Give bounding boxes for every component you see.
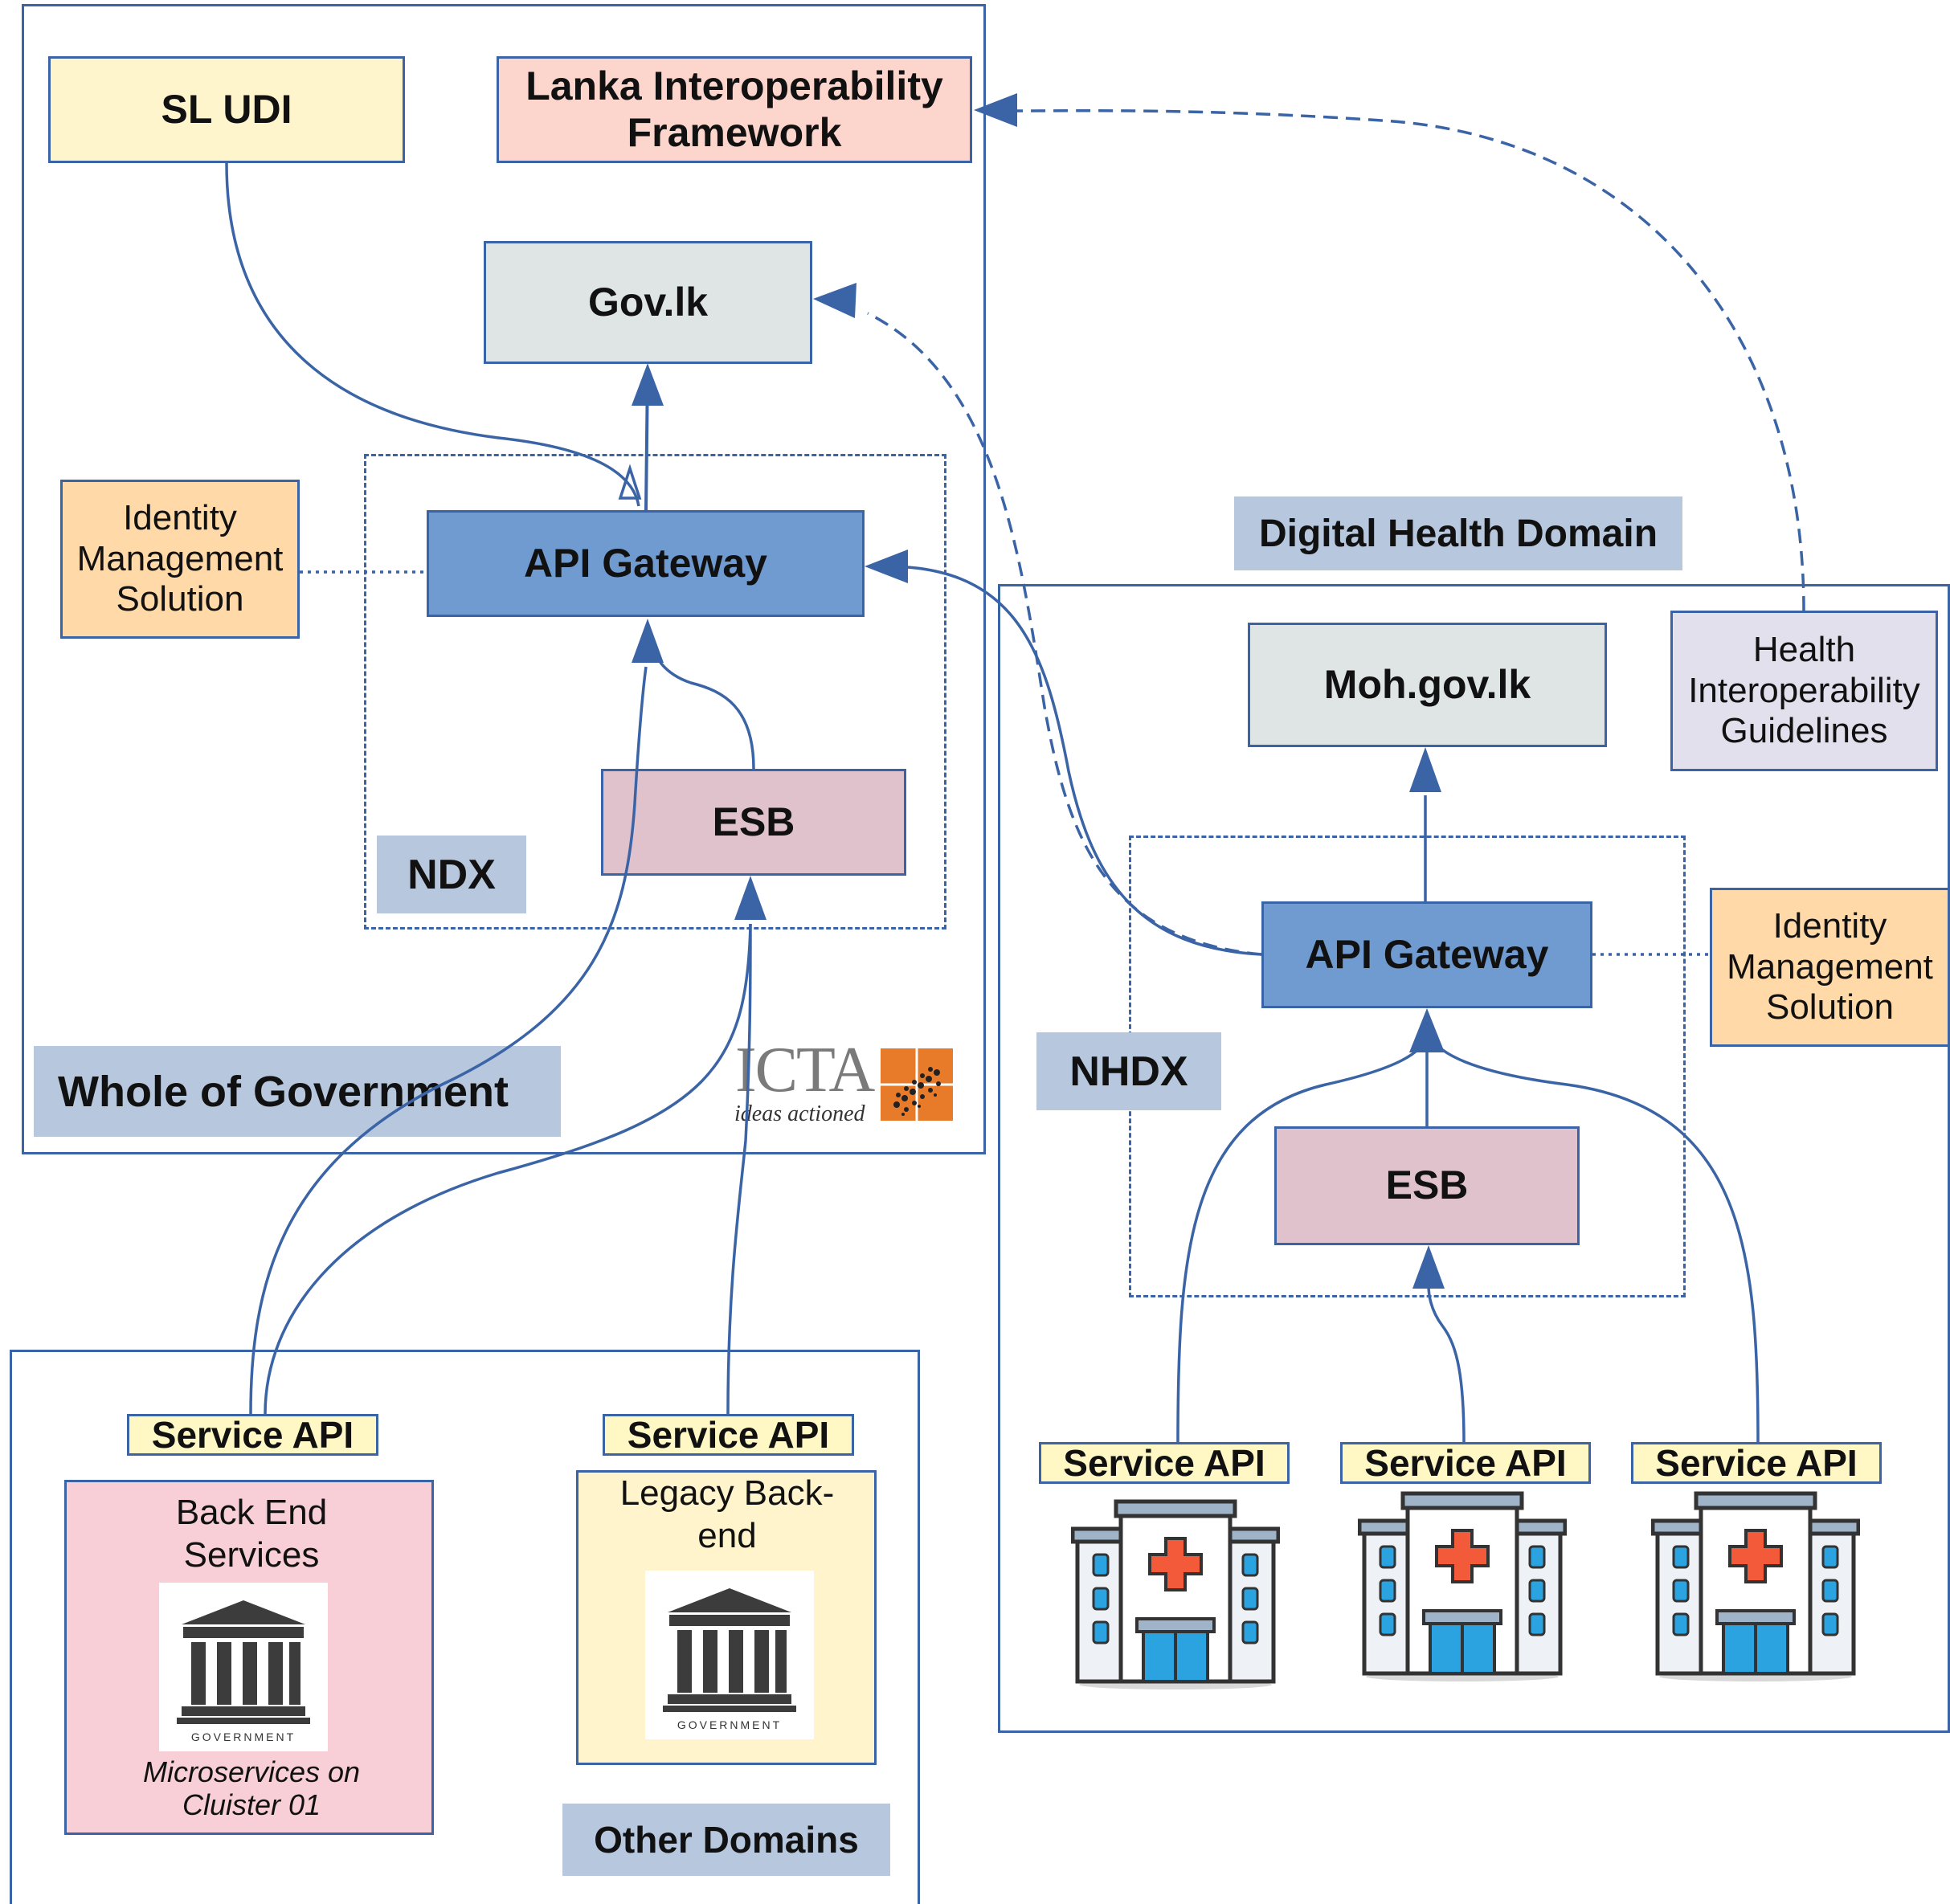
backend-services-caption: Microservices on Cluister 01 [142,1755,361,1822]
government-icon-label: GOVERNMENT [190,1730,296,1743]
whole-of-government-frame [22,4,986,1154]
icta-logo-tagline: ideas actioned [734,1101,865,1126]
connector-guidelines-lif [1012,109,1805,611]
esb-box: ESB [601,769,906,876]
icta-logo: ICTA ideas actioned [731,1035,956,1129]
health-identity-management-box: Identity Management Solution [1710,888,1950,1047]
ndx-dashed-group [364,454,946,930]
government-building-icon: GOVERNMENT [645,1571,814,1739]
hospital-icon [1358,1491,1567,1681]
connector-backend-apigw [249,666,648,1415]
connector-backend-esb [264,923,752,1415]
health-interoperability-guidelines-box: Health Interoperability Guidelines [1670,611,1938,771]
icta-logo-mark [881,1048,953,1121]
connector-esb-apigw [646,626,755,770]
service-api-label-legacy: Service API [603,1414,854,1456]
government-building-icon: GOVERNMENT [159,1583,328,1751]
ndx-label: NDX [377,836,526,913]
other-domains-frame [10,1350,920,1904]
health-service-api-label-2: Service API [1340,1442,1591,1484]
connector-health-govlk [867,312,1262,956]
icta-logo-text: ICTA [735,1035,875,1105]
gov-lk-box: Gov.lk [484,241,812,364]
hospital-icon [1071,1499,1280,1689]
backend-services-box: Back End Services GOVERNMENT Microservic… [64,1480,434,1835]
moh-gov-lk-box: Moh.gov.lk [1248,623,1607,747]
connector-hs1-apigw [1176,1036,1429,1443]
digital-health-domain-label: Digital Health Domain [1234,496,1682,570]
whole-of-government-label: Whole of Government [34,1046,561,1137]
other-domains-label: Other Domains [562,1804,890,1876]
identity-management-box: Identity Management Solution [60,480,300,639]
connector-sludi-apigw [225,162,640,507]
health-api-gateway-box: API Gateway [1261,901,1592,1008]
health-esb-box: ESB [1274,1126,1580,1245]
backend-services-title: Back End Services [175,1493,328,1575]
health-service-api-label-3: Service API [1631,1442,1882,1484]
lanka-interoperability-framework-box: Lanka Interoperability Framework [497,56,972,163]
connector-health-wog-apigw [875,565,1262,956]
nhdx-label: NHDX [1036,1032,1221,1110]
service-api-label-backend: Service API [127,1414,378,1456]
sl-udi-box: SL UDI [48,56,405,163]
legacy-backend-box: Legacy Back-end GOVERNMENT [576,1470,877,1765]
legacy-backend-title: Legacy Back-end [619,1473,835,1555]
api-gateway-box: API Gateway [427,510,865,617]
digital-health-domain-frame [998,584,1950,1733]
connector-hs3-apigw [1429,1036,1760,1443]
connector-legacy-esb [726,923,752,1415]
hospital-icon [1651,1491,1860,1681]
connector-hs2-esb [1427,1285,1466,1443]
health-service-api-label-1: Service API [1039,1442,1290,1484]
government-icon-label: GOVERNMENT [677,1718,783,1731]
